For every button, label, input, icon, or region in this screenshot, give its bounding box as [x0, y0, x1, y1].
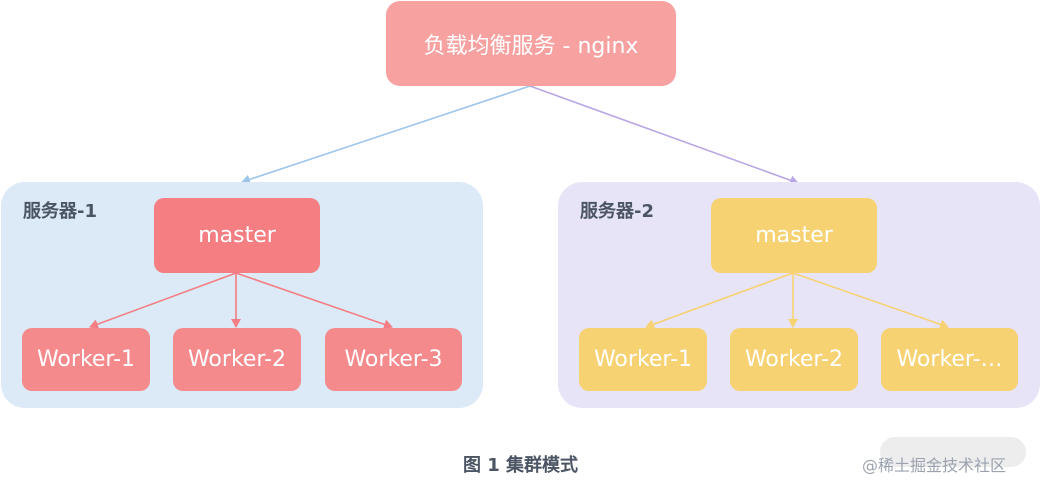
watermark-badge: [880, 437, 1026, 467]
server-1-worker-3: Worker-3: [325, 328, 462, 391]
arrow-master2-to-worker3: [792, 272, 949, 330]
arrow-master1-to-worker1: [89, 272, 237, 329]
server-1-worker-2: Worker-2: [173, 328, 301, 391]
worker-label: Worker-1: [593, 347, 693, 372]
arrow-master1-to-worker3: [235, 272, 393, 330]
worker-label: Worker-1: [36, 347, 136, 372]
worker-label: Worker-2: [744, 347, 844, 372]
server-2-master-node: master: [711, 198, 877, 273]
worker-label: Worker-…: [896, 347, 1003, 372]
arrow-lb-to-server-1: [241, 85, 531, 185]
arrow-lb-to-server-2: [529, 85, 799, 185]
server-2-label: 服务器-2: [580, 201, 654, 222]
server-1-label: 服务器-1: [23, 201, 97, 222]
watermark-text: @稀土掘金技术社区: [862, 456, 1007, 475]
figure-caption: 图 1 集群模式: [462, 455, 579, 476]
server-1-master-node: master: [154, 198, 320, 273]
server-1-worker-1: Worker-1: [22, 328, 150, 391]
server-2-worker-2: Worker-2: [730, 328, 858, 391]
arrow-master2-to-worker1: [645, 272, 794, 329]
worker-label: Worker-3: [344, 347, 443, 372]
load-balancer-node: 负载均衡服务 - nginx: [386, 1, 676, 86]
server-2-worker-1: Worker-1: [579, 328, 707, 391]
server-2-worker-3: Worker-…: [881, 328, 1018, 391]
worker-label: Worker-2: [187, 347, 287, 372]
server-1-master-label: master: [198, 223, 276, 248]
load-balancer-label: 负载均衡服务 - nginx: [423, 33, 639, 59]
server-2-master-label: master: [755, 223, 833, 248]
